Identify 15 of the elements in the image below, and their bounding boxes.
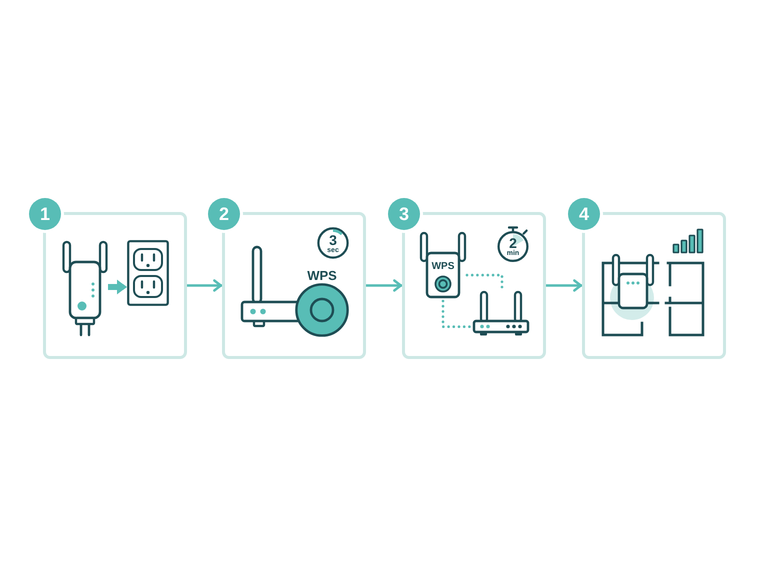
arrow (366, 279, 402, 292)
step-number-badge: 4 (568, 198, 600, 230)
wps-label: WPS (306, 268, 338, 283)
dotted-line (466, 274, 504, 292)
wall-outlet-illustration (127, 240, 169, 306)
step-number-badge: 2 (208, 198, 240, 230)
step-number-badge: 1 (29, 198, 61, 230)
wps-label: WPS (430, 261, 456, 273)
dotted-line (442, 300, 472, 328)
wifi-extender-illustration (62, 240, 108, 338)
arrow (187, 279, 222, 292)
router-illustration (470, 290, 530, 337)
step-number-badge: 3 (388, 198, 420, 230)
arrow (546, 279, 582, 292)
arrow (108, 280, 127, 294)
